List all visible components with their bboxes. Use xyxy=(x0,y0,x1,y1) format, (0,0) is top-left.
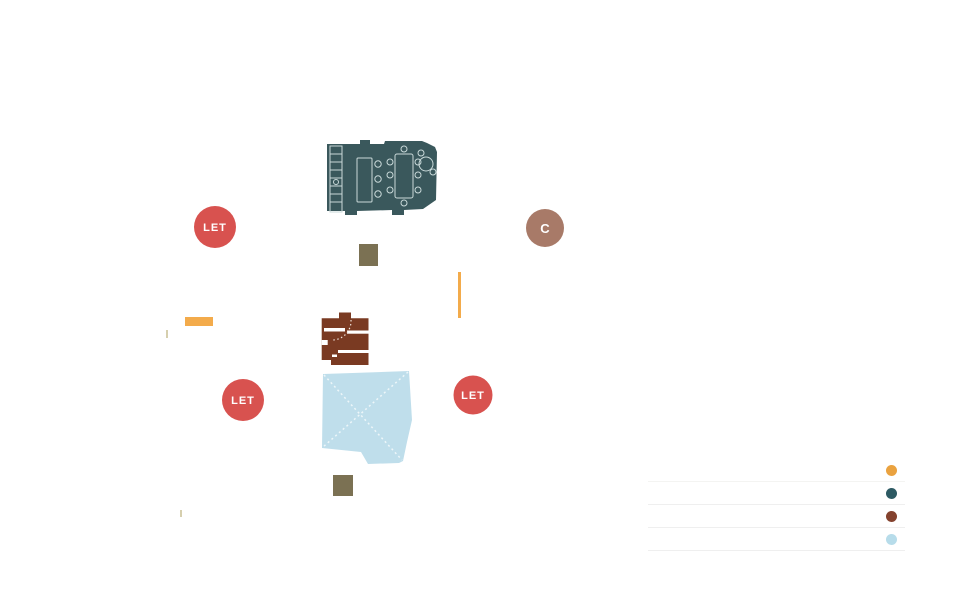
orange-accent-fill xyxy=(458,272,461,318)
marker-label: LET xyxy=(231,395,255,407)
orange-accent-vertical xyxy=(458,272,461,318)
marker-badge-circle xyxy=(453,375,493,415)
olive-block-lower[interactable] xyxy=(333,475,353,496)
legend-row-4[interactable] xyxy=(648,528,905,551)
marker-c[interactable]: C xyxy=(525,208,565,248)
orange-accent-fill xyxy=(185,317,213,326)
olive-block-fill xyxy=(333,475,353,496)
marker-let-3[interactable]: LET xyxy=(453,375,493,415)
legend-dot-brown xyxy=(886,510,897,522)
legend-dot-orange xyxy=(886,464,897,476)
brown-room-outline xyxy=(321,312,369,365)
legend-row-3[interactable] xyxy=(648,505,905,528)
tick-fill xyxy=(166,330,168,338)
olive-block-fill xyxy=(359,244,378,266)
legend-dot-lightblue xyxy=(886,533,897,545)
parcel-outline xyxy=(322,371,412,464)
brown-room-cutouts xyxy=(321,328,369,357)
legend-list xyxy=(648,459,905,551)
legend-dot-teal xyxy=(886,487,897,499)
marker-badge-circle xyxy=(526,209,564,247)
furniture-outlines xyxy=(329,145,437,213)
parcel-lightblue[interactable] xyxy=(316,366,420,470)
tick-fill xyxy=(180,510,182,517)
floorplan-brown-building[interactable] xyxy=(318,310,376,374)
floorplan-teal-building[interactable] xyxy=(326,137,444,223)
legend-row-1[interactable] xyxy=(648,459,905,482)
marker-label: LET xyxy=(461,390,485,402)
teal-room-outline xyxy=(327,140,437,215)
marker-let-2[interactable]: LET xyxy=(221,378,265,422)
tick-mark-upper xyxy=(166,330,168,338)
tick-mark-lower xyxy=(180,510,182,517)
marker-let-1[interactable]: LET xyxy=(193,205,237,249)
marker-badge-circle xyxy=(222,379,264,421)
marker-badge-circle xyxy=(194,206,236,248)
olive-block-upper[interactable] xyxy=(359,244,378,266)
marker-label: C xyxy=(540,221,550,236)
marker-label: LET xyxy=(203,222,227,234)
parcel-cross-lines xyxy=(322,371,409,461)
legend-row-2[interactable] xyxy=(648,482,905,505)
orange-accent-horizontal xyxy=(185,317,213,326)
